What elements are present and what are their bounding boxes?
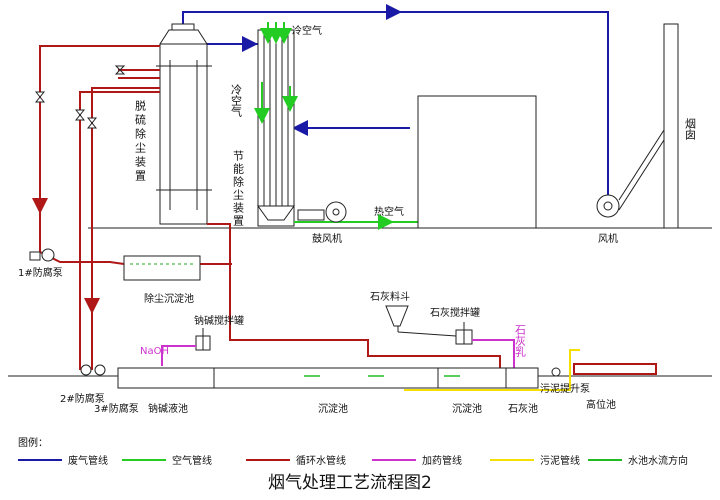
cold-air-side-label: 冷空气 [230,84,243,117]
soda-pool-label: 钠碱液池 [148,402,188,415]
pump2-label: 2#防腐泵 [60,392,105,405]
pools [117,367,539,389]
legend-title: 图例： [18,436,48,449]
pump3-label: 3#防腐泵 [94,402,139,415]
chimney [663,23,679,229]
exhaust-pipe [182,4,609,206]
legend-label-circulation: 循环水管线 [296,454,346,467]
diagram-caption: 烟气处理工艺流程图2 [268,473,432,493]
legend-label-air: 空气管线 [172,454,212,467]
lime-hopper [385,305,409,327]
lime-milk-label: 石灰乳 [514,324,527,357]
lime-pool-label: 石灰池 [508,402,538,415]
naoh-label: NaOH [140,346,169,357]
sludge-lift-pump [551,367,561,377]
legend-label-sludge: 污泥管线 [540,454,580,467]
legend-label-dosing: 加药管线 [422,454,462,467]
dust-tank-label: 除尘沉淀池 [144,292,194,305]
lime-mixer [397,322,473,345]
economizer-unit [257,29,295,227]
lime-mixer-label: 石灰搅拌罐 [430,306,480,319]
legend: 废气管线 空气管线 循环水管线 加药管线 污泥管线 水池水流方向 [18,454,688,467]
soda-mixer [195,328,211,351]
naoh-dosing-pipe [161,345,196,366]
legend-label-exhaust: 废气管线 [68,454,108,467]
lime-dosing-pipe [472,339,515,370]
dust-settling-tank [123,255,201,281]
hot-air-label: 热空气 [374,205,404,218]
blower [297,201,347,223]
pump1-label: 1#防腐泵 [18,266,63,279]
legend-label-waterflow: 水池水流方向 [628,454,688,467]
sludge-pipe [404,349,580,391]
pump-1 [29,248,55,262]
induced-fan [596,129,665,218]
lime-hopper-label: 石灰料斗 [370,290,410,303]
blower-label: 鼓风机 [312,232,342,245]
boiler-box [417,95,537,229]
economizer-label: 节能除尘装置 [232,150,245,228]
cold-air-pipe [254,22,420,230]
desulfurizer-label: 脱硫除尘装置 [134,99,147,184]
pump-2-3 [80,364,106,376]
high-pool [573,363,657,375]
desulfurizer-tower [156,23,212,225]
high-pool-label: 高位池 [586,398,616,411]
fan-label: 风机 [598,232,618,245]
circulation-pipe [39,45,501,372]
chimney-label: 烟囱 [684,117,697,140]
soda-mixer-label: 钠碱搅拌罐 [194,314,244,327]
cold-air-top-label: 冷空气 [292,24,322,37]
valves [34,65,126,129]
sludge-pump-label: 污泥提升泵 [540,382,590,395]
settle-pool-label: 沉淀池 [318,402,348,415]
settle-pool2-label: 沉淀池 [452,402,482,415]
